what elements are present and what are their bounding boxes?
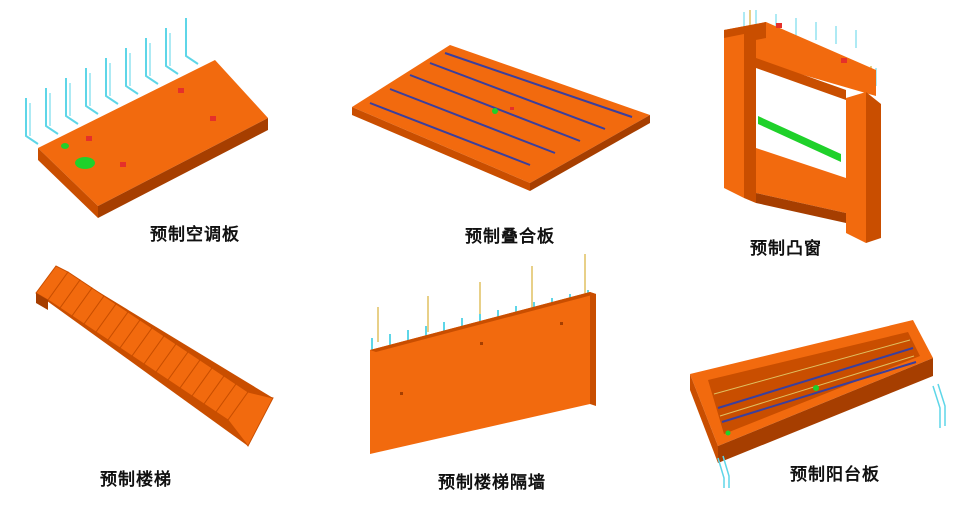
component-composite-slab [340, 35, 660, 195]
component-stair [28, 258, 278, 458]
label-stair: 预制楼梯 [100, 470, 172, 490]
composite-slab-model [352, 45, 650, 191]
component-balcony [688, 318, 953, 488]
label-stair-wall: 预制楼梯隔墙 [438, 473, 546, 493]
ac-slab-model [25, 18, 268, 218]
label-balcony: 预制阳台板 [790, 465, 880, 485]
component-stair-wall [360, 252, 600, 457]
stair-wall-model [370, 254, 596, 454]
label-bay-window: 预制凸窗 [750, 239, 822, 259]
label-composite-slab: 预制叠合板 [465, 227, 555, 247]
component-ac-slab [20, 8, 280, 223]
balcony-model [690, 320, 946, 488]
stair-model [35, 265, 274, 447]
bay-window-model [724, 10, 881, 243]
label-ac-slab: 预制空调板 [150, 225, 240, 245]
component-bay-window [716, 8, 896, 243]
embed-hole-large [75, 157, 95, 169]
